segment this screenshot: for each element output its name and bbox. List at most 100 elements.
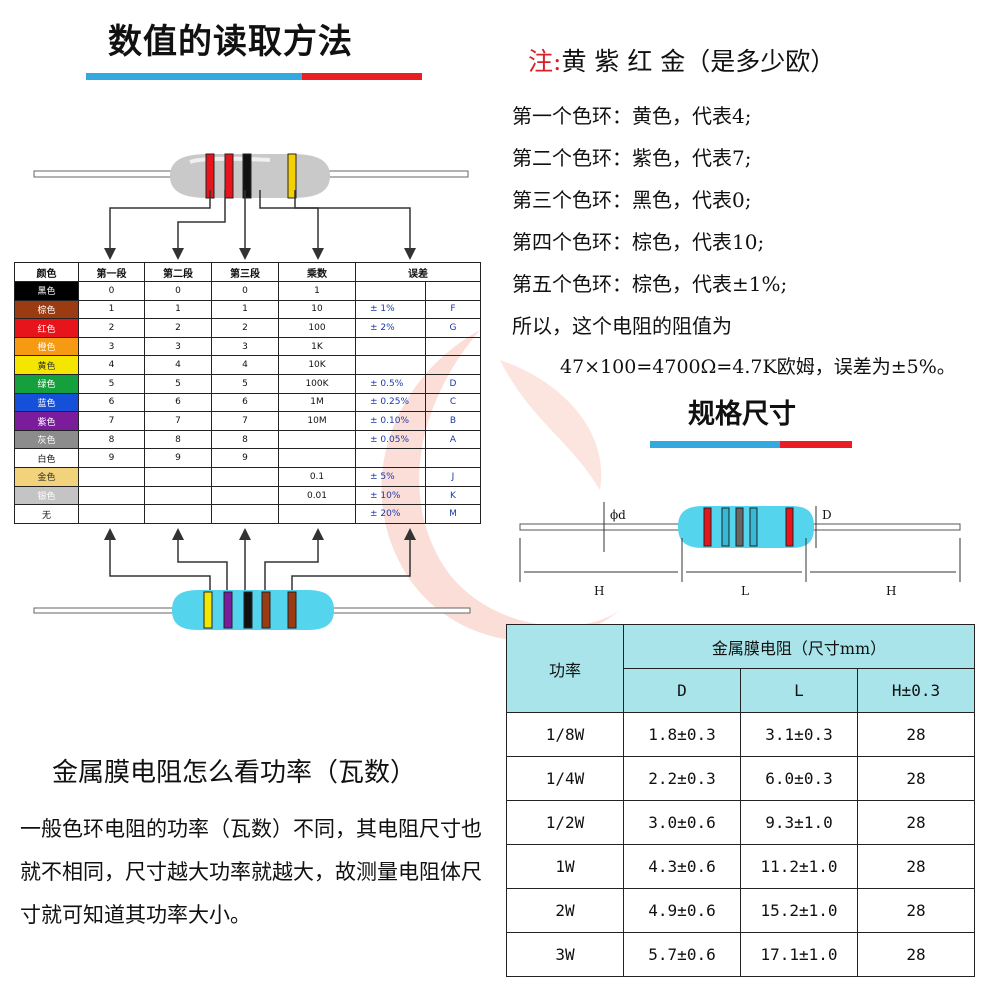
explanation-line-2: 第二个色环：紫色，代表7; (512, 146, 752, 170)
header-multiplier: 乘数 (278, 262, 356, 282)
spec-power-cell: 1/4W (506, 756, 624, 801)
title-underbar-red (302, 73, 422, 80)
spec-D-cell: 5.7±0.6 (623, 932, 741, 977)
spec-L-cell: 11.2±1.0 (740, 844, 858, 889)
digit2-cell: 2 (144, 318, 212, 338)
digit2-cell: 6 (144, 392, 212, 413)
multiplier-cell: 1 (278, 281, 356, 301)
spec-H-cell: 28 (856, 800, 976, 845)
resistor-top (33, 153, 469, 199)
color-name-cell: 灰色 (14, 429, 79, 450)
spec-D-cell: 4.9±0.6 (623, 888, 741, 933)
dimension-drawing (519, 502, 961, 582)
multiplier-cell: 10K (278, 355, 356, 376)
digit1-cell: 8 (78, 429, 145, 450)
tolerance-code-cell: A (425, 429, 481, 450)
spec-underbar-blue (650, 441, 780, 448)
tolerance-cell: ± 2% (355, 318, 426, 338)
explanation-line-3: 第三个色环：黑色，代表0; (512, 188, 752, 212)
explanation-line-4: 第四个色环：棕色，代表10; (512, 230, 765, 254)
tolerance-cell: ± 20% (355, 504, 426, 524)
digit2-cell (144, 504, 212, 524)
multiplier-cell: 0.01 (278, 485, 356, 506)
digit2-cell: 3 (144, 336, 212, 357)
color-name-cell: 紫色 (14, 411, 79, 431)
spec-underbar-red (780, 441, 852, 448)
digit1-cell: 3 (78, 336, 145, 357)
spec-header-D: D (623, 668, 741, 713)
dim-phi-d: ϕd (610, 508, 626, 522)
power-section-body: 一般色环电阻的功率（瓦数）不同，其电阻尺寸也就不相同，尺寸越大功率就越大，故测量… (20, 817, 482, 927)
spec-H-cell: 28 (856, 756, 976, 801)
explanation-result: 47×100=4700Ω=4.7K欧姆，误差为±5%。 (560, 356, 956, 378)
tolerance-cell: ± 0.10% (355, 411, 426, 431)
spec-D-cell: 4.3±0.6 (623, 844, 741, 889)
color-name-cell: 蓝色 (14, 392, 79, 413)
spec-power-cell: 3W (506, 932, 624, 977)
tolerance-code-cell (425, 281, 481, 301)
digit2-cell: 4 (144, 355, 212, 376)
color-name-cell: 黑色 (14, 281, 79, 301)
digit3-cell (211, 504, 279, 524)
header-digit2: 第二段 (144, 262, 212, 282)
tolerance-code-cell: B (425, 411, 481, 431)
spec-D-cell: 1.8±0.3 (623, 712, 741, 757)
digit1-cell: 0 (78, 281, 145, 301)
multiplier-cell: 10 (278, 299, 356, 320)
tolerance-cell: ± 10% (355, 485, 426, 506)
spec-L-cell: 6.0±0.3 (740, 756, 858, 801)
digit3-cell: 3 (211, 336, 279, 357)
tolerance-cell: ± 1% (355, 299, 426, 320)
digit1-cell (78, 504, 145, 524)
color-name-cell: 无 (14, 504, 79, 524)
note-text: 黄 紫 红 金（是多少欧） (561, 47, 836, 76)
tolerance-cell: ± 0.25% (355, 392, 426, 413)
digit2-cell (144, 467, 212, 487)
color-row: 无± 20%M (14, 504, 481, 524)
multiplier-cell: 100 (278, 318, 356, 338)
digit1-cell (78, 467, 145, 487)
tolerance-cell (355, 448, 426, 469)
spec-header-L: L (740, 668, 858, 713)
spec-power-cell: 1/2W (506, 800, 624, 845)
note-label: 注: (528, 47, 562, 76)
digit1-cell: 6 (78, 392, 145, 413)
digit3-cell (211, 467, 279, 487)
digit2-cell: 8 (144, 429, 212, 450)
tolerance-code-cell: K (425, 485, 481, 506)
digit2-cell: 1 (144, 299, 212, 320)
dim-D: D (822, 508, 832, 522)
digit3-cell: 0 (211, 281, 279, 301)
header-digit3: 第三段 (211, 262, 279, 282)
tolerance-code-cell (425, 448, 481, 469)
multiplier-cell: 1K (278, 336, 356, 357)
spec-H-cell: 28 (856, 712, 976, 757)
explanation-line-5: 第五个色环：棕色，代表±1%; (512, 272, 788, 296)
spec-header-H: H±0.3 (856, 668, 976, 713)
title-underbar-blue (86, 73, 302, 80)
tolerance-cell (355, 281, 426, 301)
spec-L-cell: 15.2±1.0 (740, 888, 858, 933)
digit1-cell: 9 (78, 448, 145, 469)
digit2-cell: 5 (144, 374, 212, 394)
digit3-cell: 6 (211, 392, 279, 413)
tolerance-code-cell: F (425, 299, 481, 320)
multiplier-cell: 10M (278, 411, 356, 431)
tolerance-cell (355, 355, 426, 376)
arrows-bottom (104, 528, 416, 598)
spec-header-row-1: 功率 金属膜电阻（尺寸mm） (506, 624, 976, 713)
multiplier-cell: 100K (278, 374, 356, 394)
color-name-cell: 棕色 (14, 299, 79, 320)
spec-H-cell: 28 (856, 888, 976, 933)
